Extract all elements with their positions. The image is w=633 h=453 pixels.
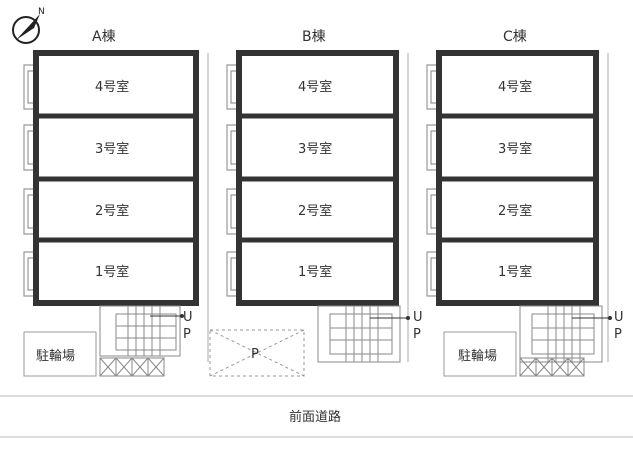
front-road: 前面道路	[0, 395, 633, 438]
hatch-c	[519, 357, 585, 377]
room-a-4: 4号室	[95, 79, 129, 95]
stairs-c-up: U	[614, 310, 624, 325]
room-c-1: 1号室	[498, 264, 532, 280]
room-a-3: 3号室	[95, 141, 129, 157]
bike-parking-a-label: 駐輪場	[36, 348, 75, 364]
building-c-label: C棟	[503, 29, 527, 45]
stairs-a-p: P	[183, 327, 191, 342]
stairs-c	[519, 305, 612, 363]
room-b-4: 4号室	[298, 79, 332, 95]
room-b-2: 2号室	[298, 203, 332, 219]
building-a-label: A棟	[92, 29, 116, 45]
building-a: 4号室 3号室 2号室 1号室	[23, 50, 209, 362]
stairs-c-p: P	[614, 327, 622, 342]
parking-b	[209, 329, 305, 377]
stairs-b	[317, 305, 410, 363]
room-c-2: 2号室	[498, 203, 532, 219]
hatch-a	[99, 357, 165, 377]
compass-icon: N	[12, 7, 45, 44]
room-c-3: 3号室	[498, 141, 532, 157]
building-b-label: B棟	[302, 29, 326, 45]
front-road-label: 前面道路	[289, 409, 341, 425]
stairs-a-up: U	[183, 310, 193, 325]
room-b-1: 1号室	[298, 264, 332, 280]
parking-b-label: P	[251, 347, 259, 362]
bike-parking-c: 駐輪場	[443, 331, 517, 377]
stairs-a	[99, 305, 184, 357]
room-a-2: 2号室	[95, 203, 129, 219]
room-a-1: 1号室	[95, 264, 129, 280]
building-b: 4号室 3号室 2号室 1号室	[226, 50, 409, 362]
building-c: 4号室 3号室 2号室 1号室	[426, 50, 609, 362]
bike-parking-c-label: 駐輪場	[458, 348, 497, 364]
bike-parking-a: 駐輪場	[23, 331, 97, 377]
stairs-b-up: U	[413, 310, 423, 325]
room-b-3: 3号室	[298, 141, 332, 157]
room-c-4: 4号室	[498, 79, 532, 95]
svg-text:N: N	[38, 7, 45, 17]
stairs-b-p: P	[413, 327, 421, 342]
